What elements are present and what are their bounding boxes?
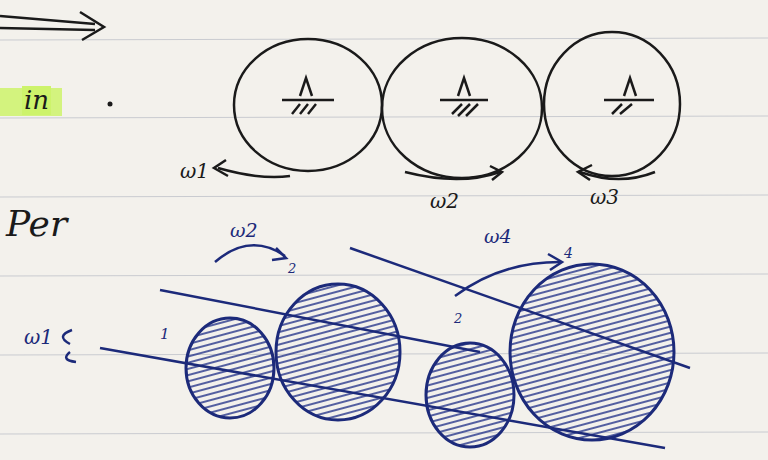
- angular-velocity: ω2: [228, 220, 260, 241]
- gear-number: 2: [452, 312, 464, 326]
- angular-velocity: ω2: [428, 190, 461, 212]
- angular-velocity: ω1: [22, 326, 55, 348]
- top-gears: [214, 32, 680, 180]
- gear-number: 2: [286, 262, 298, 276]
- gear-number: 1: [158, 326, 172, 343]
- word-fragment: Per: [4, 204, 69, 244]
- angular-velocity: ω3: [588, 186, 621, 208]
- implies-arrow: [0, 12, 104, 40]
- angular-velocity: ω1: [178, 160, 211, 182]
- dot: [108, 102, 113, 107]
- gear-number: 4: [562, 246, 575, 261]
- angular-velocity: ω4: [482, 226, 514, 247]
- bottom-gears: [63, 245, 690, 448]
- word-fragment: in: [22, 86, 51, 115]
